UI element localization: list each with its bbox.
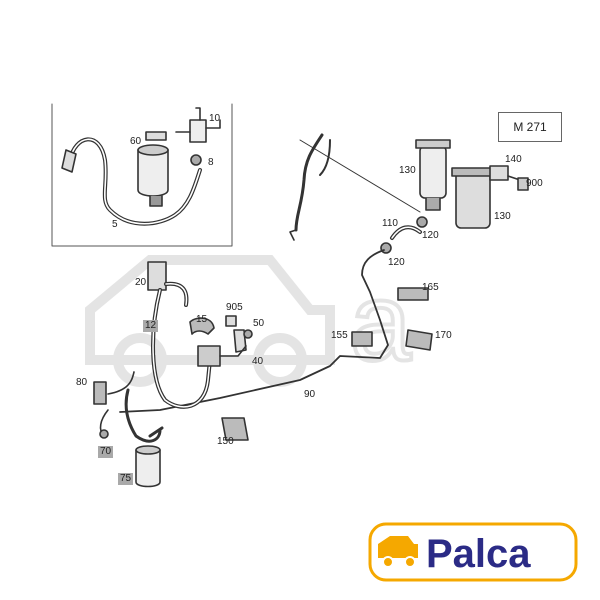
palca-wordmark: Palca	[426, 532, 531, 576]
part-label-15: 15	[196, 314, 208, 325]
model-label: M 271	[498, 112, 562, 142]
part-label-20: 20	[135, 277, 147, 288]
part-label-140: 140	[505, 154, 522, 165]
part-label-155: 155	[331, 330, 348, 341]
part-label-80: 80	[76, 377, 88, 388]
car-icon	[378, 536, 418, 568]
part-label-905: 905	[226, 302, 243, 313]
part-label-5: 5	[112, 219, 118, 230]
part-label-120-b: 120	[388, 257, 405, 268]
part-label-90: 90	[304, 389, 316, 400]
part-label-12: 12	[143, 320, 159, 332]
inset-frame	[51, 103, 233, 247]
part-label-50: 50	[253, 318, 265, 329]
part-label-170: 170	[435, 330, 452, 341]
part-label-165: 165	[422, 282, 439, 293]
part-label-75: 75	[118, 473, 134, 485]
part-label-120: 120	[422, 230, 439, 241]
part-label-110: 110	[382, 218, 398, 229]
part-label-130: 130	[399, 165, 416, 176]
part-label-8: 8	[208, 157, 214, 168]
part-label-130-b: 130	[494, 211, 511, 222]
part-label-10: 10	[209, 113, 221, 124]
part-label-150: 150	[217, 436, 234, 447]
part-label-40: 40	[252, 356, 264, 367]
part-label-70: 70	[98, 446, 114, 458]
part-label-900: 900	[526, 178, 543, 189]
palca-logo: Palca	[368, 522, 578, 582]
part-label-60: 60	[130, 136, 142, 147]
